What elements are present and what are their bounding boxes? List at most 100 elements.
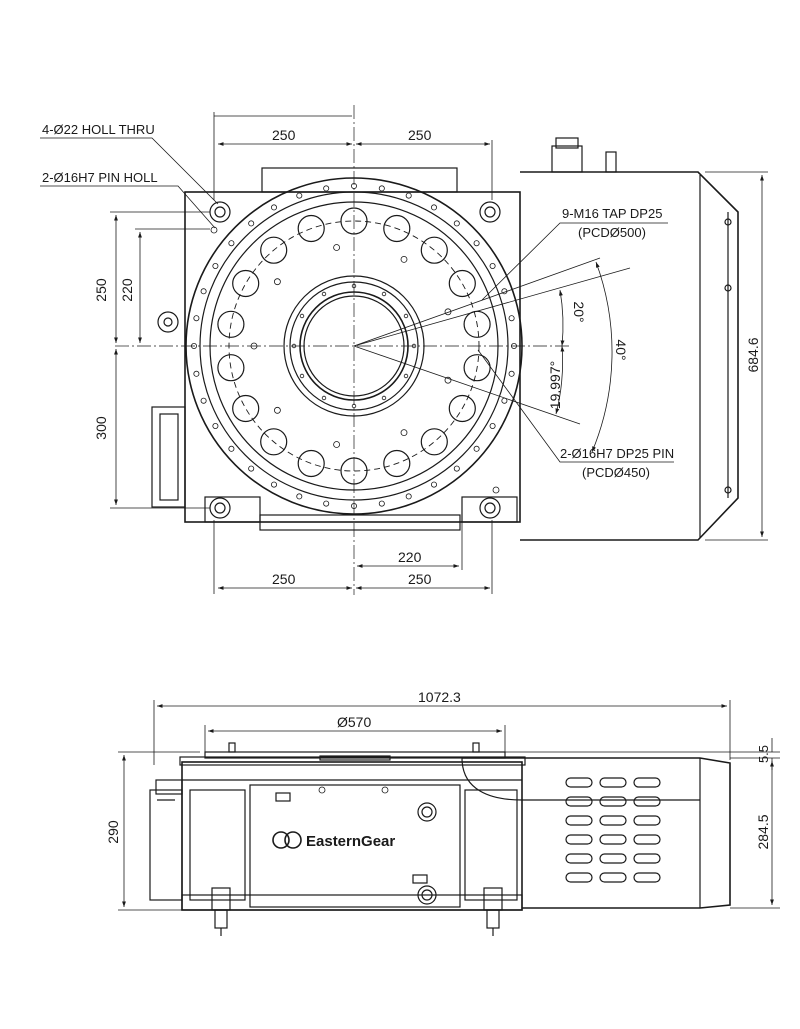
flange-bolt-hole (296, 493, 303, 500)
flange-bolt-hole (270, 204, 277, 211)
clamp-hole (260, 236, 288, 264)
flange-bolt-hole (296, 192, 303, 199)
vent-slots (565, 777, 661, 883)
vent-slot (599, 815, 627, 826)
bore-hole (381, 291, 387, 297)
vent-slot (633, 834, 661, 845)
connector (551, 145, 583, 173)
vent-slot (633, 815, 661, 826)
dim-left-220: 220 (119, 278, 135, 302)
table-bolt-holes (190, 182, 517, 509)
flange-bolt-hole (378, 185, 385, 192)
clamp-hole (383, 214, 411, 243)
flange-bolt-hole (248, 220, 255, 227)
side-view-dimensions (118, 700, 780, 911)
vent-slot (565, 834, 593, 845)
vent-slot (565, 872, 593, 883)
flange-bolt-hole (193, 315, 200, 322)
side-junction-box (149, 789, 183, 901)
dim-bottom-right: 250 (408, 571, 432, 587)
flange-bolt-hole (489, 262, 496, 269)
bore-hole (299, 373, 305, 379)
tap-hole (273, 406, 281, 414)
dim-overall-width: 1072.3 (418, 689, 461, 705)
front-rail (259, 514, 461, 531)
tap-hole (400, 255, 408, 263)
flange-bolt-hole (228, 240, 235, 247)
tap-hole (444, 376, 452, 384)
bore-hole (299, 313, 305, 319)
dim-bottom-220: 220 (398, 549, 422, 565)
dim-bottom-left: 250 (272, 571, 296, 587)
side-front-panel (249, 784, 461, 908)
flange-bolt-hole (489, 422, 496, 429)
clamp-hole (297, 214, 325, 243)
dim-top-left: 250 (272, 127, 296, 143)
vent-slot (599, 777, 627, 788)
clamp-hole (232, 269, 260, 298)
vent-slot (565, 796, 593, 807)
clamp-hole (232, 394, 260, 423)
flange-bolt-hole (508, 370, 515, 377)
side-view: EasternGear (149, 742, 731, 936)
side-view-labels: 1072.3 Ø570 290 284.5 5.5 (105, 689, 771, 850)
flange-bolt-hole (430, 204, 437, 211)
bore-hole (403, 373, 409, 379)
flange-bolt-hole (323, 500, 330, 507)
junction-box (151, 406, 186, 508)
flange-bolt-hole (453, 465, 460, 472)
br-foot-plate (461, 496, 518, 523)
flange-bolt-hole (200, 397, 207, 404)
flange-bolt-hole (193, 370, 200, 377)
dim-top-right: 250 (408, 127, 432, 143)
vent-slot (565, 815, 593, 826)
flange-bolt-hole (453, 220, 460, 227)
clamp-hole (260, 428, 288, 456)
table-clamp-holes (217, 207, 491, 485)
bore-hole (403, 313, 409, 319)
tap-hole (333, 441, 341, 448)
vent-slot (565, 853, 593, 864)
callout-pin-dp-2: (PCDØ450) (582, 465, 650, 480)
dim-diameter: Ø570 (337, 714, 371, 730)
clamp-hole (383, 449, 411, 478)
top-view-labels: 250 250 250 220 300 684.6 220 250 250 20… (42, 122, 761, 587)
flange-bolt-hole (405, 493, 412, 500)
dim-angle-19997: 19.997° (547, 361, 563, 409)
top-view (115, 105, 739, 595)
tap-hole (273, 278, 281, 286)
flange-bolt-hole (378, 500, 385, 507)
clamp-hole (463, 354, 491, 382)
side-motor-cover (462, 757, 731, 909)
callout-holes-thru: 4-Ø22 HOLL THRU (42, 122, 155, 137)
vent-slot (599, 853, 627, 864)
clamp-hole (297, 449, 325, 478)
vent-slot (599, 834, 627, 845)
flange-bolt-hole (405, 192, 412, 199)
clamp-hole (448, 269, 476, 298)
brand-name: EasternGear (306, 833, 395, 850)
dim-height-left: 290 (105, 820, 121, 844)
dim-height-right: 284.5 (755, 814, 771, 849)
clamp-hole (420, 236, 448, 264)
flange-bolt-hole (508, 315, 515, 322)
callout-pin-holl: 2-Ø16H7 PIN HOLL (42, 170, 158, 185)
flange-bolt-hole (248, 465, 255, 472)
flange-bolt-hole (212, 422, 219, 429)
bore-hole (321, 291, 327, 297)
clamp-hole (340, 207, 368, 235)
clamp-hole (420, 428, 448, 456)
dim-left-300: 300 (93, 416, 109, 440)
bore-hole (381, 395, 387, 401)
flange-bolt-hole (200, 288, 207, 295)
tap-hole (333, 244, 341, 251)
dim-angle-40: 40° (613, 339, 629, 360)
top-view-dimensions (40, 112, 768, 594)
vent-slot (633, 796, 661, 807)
bore-hole (321, 395, 327, 401)
top-rear-plate (261, 167, 458, 193)
dim-right-684: 684.6 (745, 337, 761, 372)
callout-pin-dp-1: 2-Ø16H7 DP25 PIN (560, 446, 674, 461)
vent-slot (633, 777, 661, 788)
